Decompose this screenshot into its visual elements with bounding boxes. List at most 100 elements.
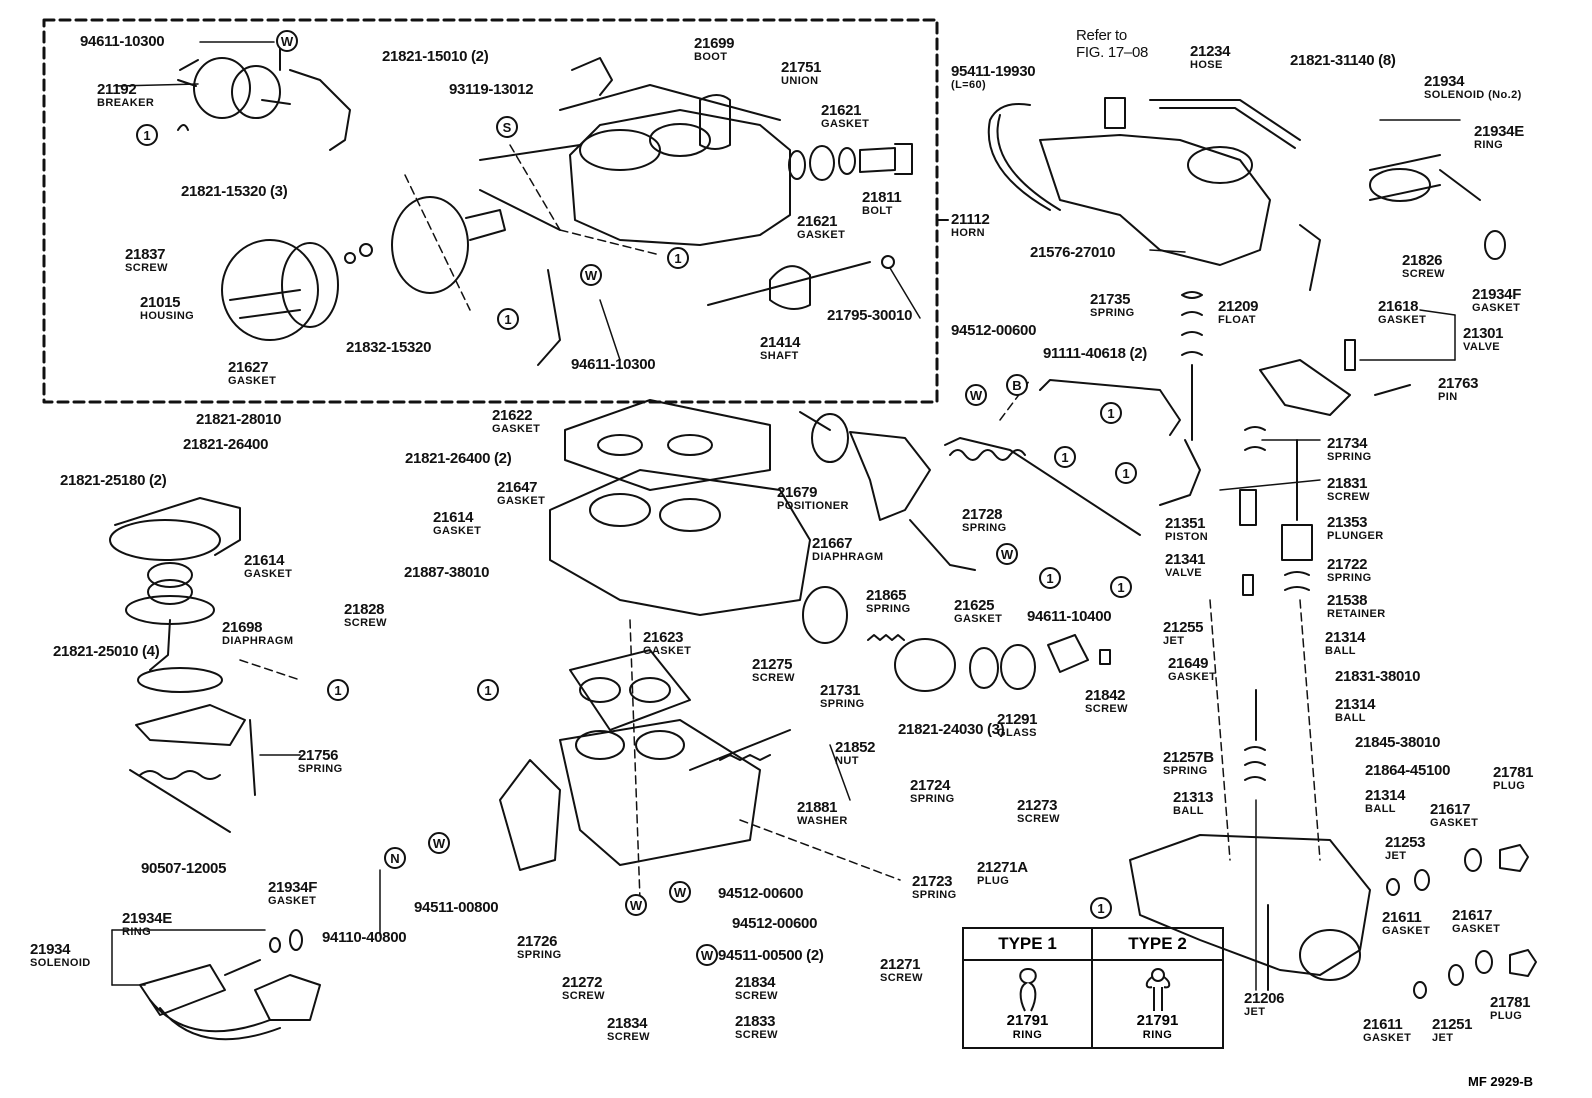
part-number: 21756 [298, 747, 339, 764]
part-label-21832-15320: 21832-15320 [346, 340, 431, 355]
part-number: 94511-00500 (2) [718, 947, 824, 964]
part-label-21821-25180-2-: 21821-25180 (2) [60, 473, 167, 488]
part-label-94512-00600: 94512-00600 [718, 886, 803, 901]
part-description: SCREW [735, 1029, 778, 1041]
part-number: 94512-00600 [718, 885, 804, 902]
part-number: 21257B [1163, 749, 1214, 766]
part-description: SCREW [607, 1031, 650, 1043]
ring-type1-icon [1018, 968, 1037, 1012]
part-label-94611-10400: 94611-10400 [1027, 609, 1112, 624]
callout-marker-1: 1 [1100, 402, 1122, 424]
part-description: GASKET [643, 645, 692, 657]
part-description: SCREW [125, 262, 168, 274]
part-description: GASKET [497, 495, 546, 507]
dashed-centerlines [239, 144, 1321, 901]
part-description: BALL [1335, 712, 1366, 724]
refer-note: Refer to FIG. 17–08 [1076, 28, 1148, 60]
part-number: 21301 [1463, 325, 1504, 342]
part-description: SCREW [562, 990, 605, 1002]
part-label-94512-00600: 94512-00600 [732, 916, 817, 931]
part-number: 21253 [1385, 834, 1426, 851]
part-number: 21821-24030 (3) [898, 721, 1005, 738]
part-label-93119-13012: 93119-13012 [449, 82, 534, 97]
part-description: DIAPHRAGM [812, 551, 884, 563]
part-description: SCREW [1402, 268, 1445, 280]
part-number: 21698 [222, 619, 263, 636]
part-description: GASKET [821, 118, 870, 130]
part-number: 94110-40800 [322, 929, 407, 946]
part-number: 21934F [268, 879, 318, 896]
part-label-21821-31140-8-: 21821-31140 (8) [1290, 53, 1396, 68]
part-description: PLUG [1493, 780, 1526, 792]
part-description: HOUSING [140, 310, 195, 322]
part-number: 21291 [997, 711, 1038, 728]
part-number: 21627 [228, 359, 269, 376]
part-label-21821-25010-4-: 21821-25010 (4) [53, 644, 160, 659]
callout-marker-w: W [580, 264, 602, 286]
part-description: GASKET [1430, 817, 1479, 829]
part-description: GLASS [997, 727, 1037, 739]
part-label-21821-26400-2-: 21821-26400 (2) [405, 451, 512, 466]
part-number: 21734 [1327, 435, 1368, 452]
part-number: 21751 [781, 59, 822, 76]
part-label-94511-00800: 94511-00800 [414, 900, 499, 915]
callout-marker-1: 1 [1090, 897, 1112, 919]
part-description: PIN [1438, 391, 1458, 403]
part-number: 21831-38010 [1335, 668, 1421, 685]
part-number: 21864-45100 [1365, 762, 1451, 779]
part-description: VALVE [1165, 567, 1203, 579]
throttle-body [499, 649, 791, 871]
part-number: 21621 [821, 102, 862, 119]
type2-cell: 21791 RING [1093, 961, 1222, 1047]
part-description: SCREW [1085, 703, 1128, 715]
part-number: 21618 [1378, 298, 1419, 315]
part-description: SCREW [735, 990, 778, 1002]
part-number: 21934E [1474, 123, 1524, 140]
part-description: SPRING [820, 698, 865, 710]
part-description: SPRING [1327, 572, 1372, 584]
type1-part-desc: RING [1012, 1029, 1043, 1041]
part-description: SOLENOID [30, 957, 91, 969]
part-description: SPRING [866, 603, 911, 615]
part-number: 21538 [1327, 592, 1368, 609]
part-description: GASKET [1382, 925, 1431, 937]
subassembly-dashed-box [42, 18, 939, 404]
part-number: 94512-00600 [732, 915, 818, 932]
linkage-rods [909, 379, 1201, 571]
part-description: JET [1163, 635, 1185, 647]
part-description: SPRING [517, 949, 562, 961]
part-number: 21881 [797, 799, 838, 816]
part-description: SPRING [298, 763, 343, 775]
part-number: 21831 [1327, 475, 1368, 492]
part-description: SCREW [344, 617, 387, 629]
part-description: SHAFT [760, 350, 799, 362]
part-label-21887-38010: 21887-38010 [404, 565, 489, 580]
